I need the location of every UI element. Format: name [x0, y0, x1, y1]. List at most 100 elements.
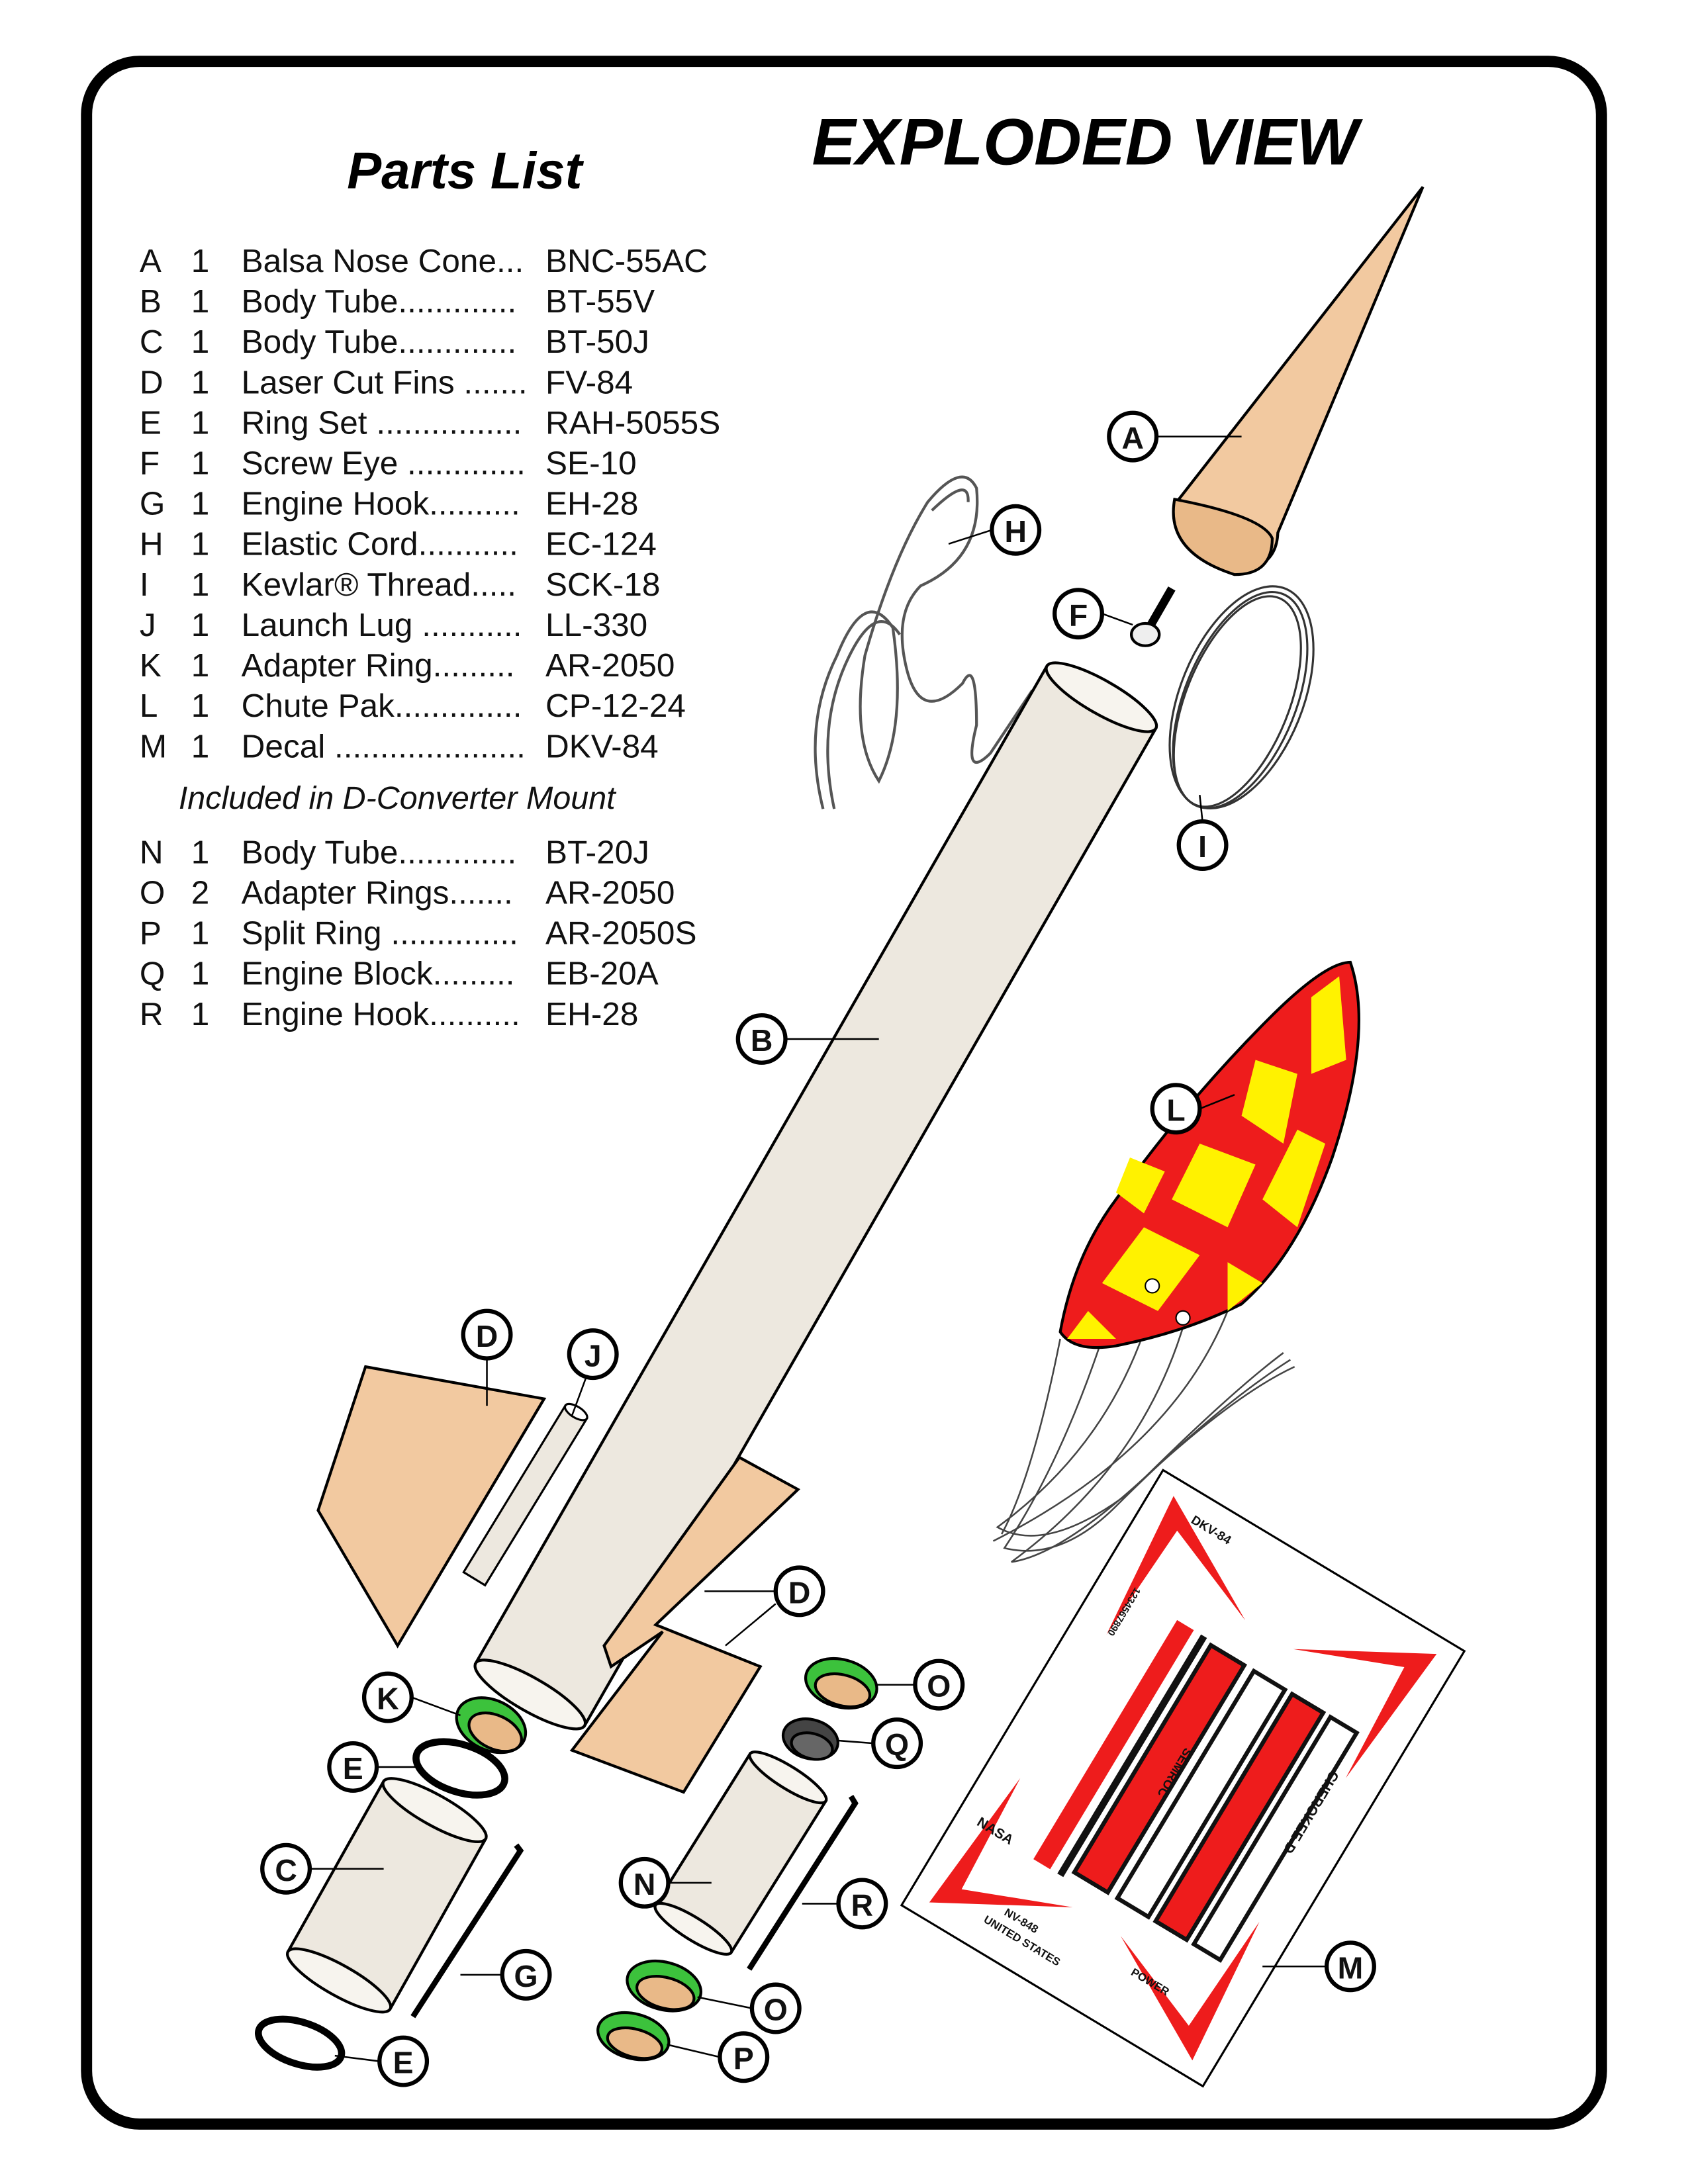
callout-r: R — [836, 1878, 888, 1930]
part-name: Adapter Ring......... — [242, 647, 515, 684]
part-code: CP-12-24 — [545, 688, 686, 724]
part-qty: 1 — [191, 915, 210, 952]
part-code: FV-84 — [545, 364, 633, 400]
part-code: EC-124 — [545, 526, 657, 563]
part-qty: 1 — [191, 445, 210, 481]
part-qty: 1 — [191, 728, 210, 764]
body-tube-bt55 — [473, 661, 1158, 1731]
adapter-ring-o-top — [804, 1657, 878, 1709]
callout-d: D — [773, 1565, 825, 1617]
part-name: Engine Hook.......... — [242, 996, 520, 1032]
part-name: Screw Eye ............. — [242, 445, 526, 481]
callout-letter: G — [514, 1959, 538, 1993]
part-code: EH-28 — [545, 996, 638, 1032]
callout-a: A — [1107, 410, 1159, 463]
fin-right — [569, 1455, 801, 1794]
callout-letter: O — [764, 1993, 788, 2027]
leader-lines — [309, 435, 1327, 2062]
part-letter: K — [140, 647, 162, 684]
callout-e: E — [377, 2035, 430, 2087]
callout-circle — [1053, 588, 1105, 640]
callout-letter: N — [633, 1867, 655, 1901]
callout-letter: D — [788, 1576, 810, 1610]
launch-lug — [462, 1402, 588, 1587]
callout-circle — [361, 1671, 414, 1723]
callout-circle — [1324, 1940, 1376, 1993]
part-name: Launch Lug ........... — [242, 607, 522, 643]
callout-g: G — [500, 1948, 552, 2001]
part-code: EB-20A — [545, 956, 659, 992]
part-qty: 2 — [191, 875, 210, 911]
callout-circle — [990, 504, 1042, 556]
callout-letter: L — [1166, 1093, 1185, 1127]
part-qty: 1 — [191, 996, 210, 1032]
body-tube-bt50 — [286, 1777, 488, 2014]
callout-letter: J — [585, 1338, 602, 1373]
callout-circle — [377, 2035, 430, 2087]
fin-left — [316, 1365, 547, 1649]
callout-circle — [913, 1659, 965, 1711]
part-letter: L — [140, 688, 158, 724]
part-name: Engine Block......... — [242, 956, 515, 992]
part-qty: 1 — [191, 526, 210, 563]
body-tube-bt20 — [653, 1751, 828, 1956]
callout-letter: P — [733, 2041, 754, 2075]
callout-circle — [327, 1741, 379, 1793]
part-letter: J — [140, 607, 156, 643]
part-name: Ring Set ................ — [242, 404, 522, 441]
part-name: Decal ..................... — [242, 728, 526, 764]
part-code: AR-2050 — [545, 647, 675, 684]
part-qty: 1 — [191, 607, 210, 643]
part-letter: R — [140, 996, 164, 1032]
callout-circle — [1176, 819, 1229, 871]
part-code: SCK-18 — [545, 567, 660, 603]
centering-ring-e-top — [412, 1738, 508, 1799]
part-letter: M — [140, 728, 167, 764]
part-name: Split Ring .............. — [242, 915, 518, 952]
callout-circle — [836, 1878, 888, 1930]
part-letter: H — [140, 526, 164, 563]
callout-e: E — [327, 1741, 379, 1793]
engine-block — [781, 1717, 839, 1761]
page-title: EXPLODED VIEW — [812, 105, 1364, 179]
parts-list-heading: Parts List — [347, 141, 584, 199]
part-letter: E — [140, 404, 162, 441]
part-code: EH-28 — [545, 486, 638, 522]
callout-letter: H — [1004, 514, 1026, 549]
callout-o: O — [913, 1659, 965, 1711]
callout-letter: Q — [885, 1727, 909, 1762]
engine-hook-g — [410, 1843, 524, 2019]
part-code: BT-50J — [545, 324, 649, 360]
callout-c: C — [260, 1843, 312, 1895]
part-qty: 1 — [191, 688, 210, 724]
part-code: DKV-84 — [545, 728, 659, 764]
callout-circle — [749, 1982, 802, 2034]
callout-h: H — [990, 504, 1042, 556]
decal-sheet: DKV-84 NASA CHEROKEE-D SEMROC 1234567890… — [900, 1469, 1466, 2088]
part-name: Engine Hook.......... — [242, 486, 520, 522]
part-name: Adapter Rings....... — [242, 875, 513, 911]
callout-o: O — [749, 1982, 802, 2034]
callout-d: D — [461, 1308, 513, 1361]
callout-circle — [735, 1013, 788, 1065]
part-code: AR-2050S — [545, 915, 696, 952]
kevlar-thread — [1168, 585, 1315, 809]
part-qty: 1 — [191, 283, 210, 320]
part-code: BT-55V — [545, 283, 655, 320]
part-qty: 1 — [191, 243, 210, 279]
